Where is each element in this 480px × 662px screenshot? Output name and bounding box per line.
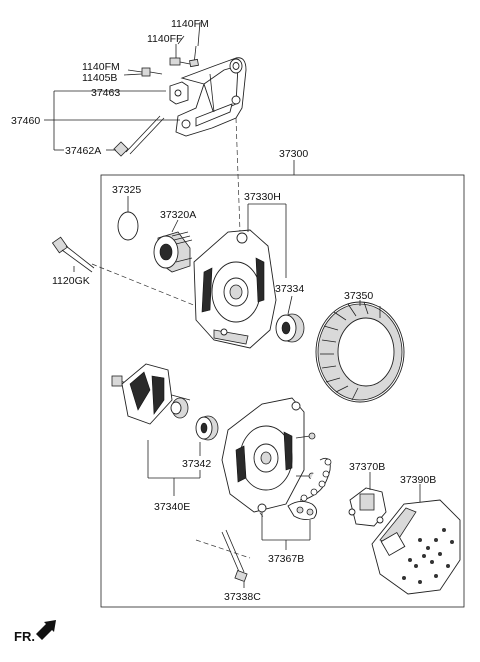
bolt-1140fm-left: [127, 67, 163, 77]
label-11405b: 11405B: [82, 72, 117, 84]
label-37325: 37325: [112, 184, 141, 196]
stator-37350: [315, 300, 405, 403]
regulator-37370b: [348, 472, 387, 527]
label-37462a: 37462A: [65, 145, 101, 157]
label-37350: 37350: [344, 290, 373, 302]
label-37330h: 37330H: [244, 191, 281, 203]
rear-housing: [221, 397, 316, 513]
front-direction-arrow-icon: [36, 620, 56, 640]
rotor-37340e: [111, 363, 191, 425]
front-housing-37330h: [193, 229, 277, 349]
label-1140fm-top: 1140FM: [171, 18, 209, 30]
label-37300: 37300: [279, 148, 308, 160]
bearing-37334: [275, 295, 305, 343]
label-37340e: 37340E: [154, 501, 190, 513]
label-37334: 37334: [275, 283, 304, 295]
bolt-1140fm-top: [189, 45, 199, 68]
assembly-frame-37300: [100, 174, 465, 608]
bolt-1120gk: [51, 236, 95, 273]
label-37390b: 37390B: [400, 474, 436, 486]
bolt-37338c: [221, 529, 248, 588]
bolt-1140ff: [169, 44, 191, 66]
label-37320a: 37320A: [160, 209, 196, 221]
rectifier-37367b: [287, 457, 332, 521]
label-37342: 37342: [182, 458, 211, 470]
label-37463: 37463: [91, 87, 120, 99]
front-direction-label: FR.: [14, 629, 35, 644]
label-1140ff: 1140FF: [147, 33, 182, 45]
label-37370b: 37370B: [349, 461, 385, 473]
bolt-37462a: [113, 115, 165, 157]
oring-37325: [117, 196, 139, 241]
bearing-37342: [195, 415, 219, 456]
label-1140fm-left: 1140FM: [82, 61, 120, 73]
spacer-block-37463: [169, 81, 189, 105]
label-37338c: 37338C: [224, 591, 261, 603]
pulley-37320a: [153, 219, 193, 273]
rear-cover-37390b: [371, 484, 461, 595]
label-37367b: 37367B: [268, 553, 304, 565]
label-1120gk: 1120GK: [52, 275, 90, 287]
mounting-bracket-part: [175, 57, 247, 137]
label-37460: 37460: [11, 115, 40, 127]
